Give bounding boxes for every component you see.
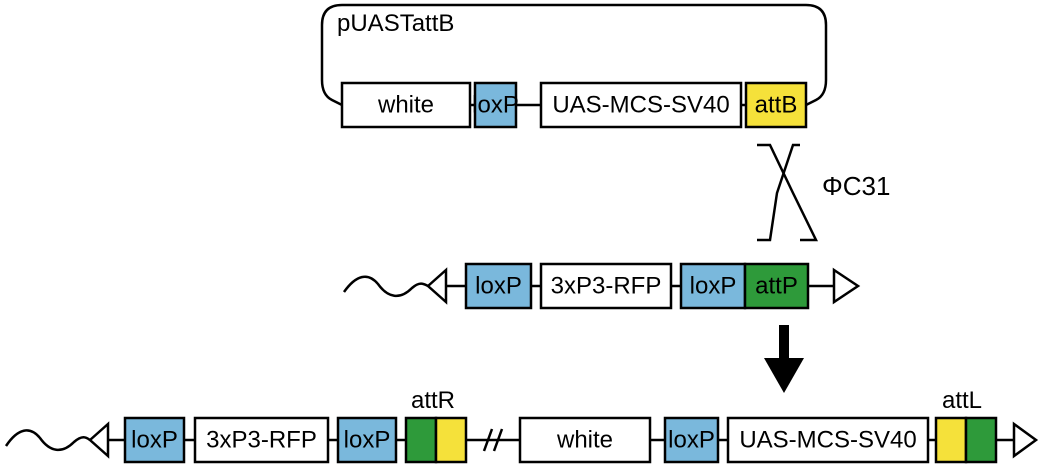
result-arrow-icon [764,325,804,393]
attp-box [743,262,810,310]
loxp-label: loxP [475,273,522,300]
rfp-marker-box [193,416,330,464]
attl-label: attL [942,387,982,414]
genomic-dna-squiggle [342,275,429,297]
loxp-label: loxP [668,427,715,454]
loxp-box [464,262,533,310]
uas-mcs-sv40-box [726,416,930,464]
cross-strand [757,143,819,242]
break-mark [482,428,494,452]
right-arrowhead-icon [832,267,861,305]
plasmid-name: pUASTattB [337,10,454,37]
loxp-label: loxP [344,427,391,454]
uas-mcs-sv40-label: UAS-MCS-SV40 [552,92,729,119]
landing-site-group: loxP 3xP3-RFP loxP attP [342,262,861,310]
loxp-label: loxP [472,92,519,119]
break-mark [492,428,504,452]
recombinase-label: ΦC31 [822,171,890,201]
white-gene-box [518,416,652,464]
right-arrowhead-icon [1012,421,1039,459]
plasmid-backbone [320,3,828,107]
white-gene-label: white [377,92,434,119]
white-gene-label: white [556,427,613,454]
result-group: loxP 3xP3-RFP loxP attR white loxP UAS-M… [4,387,1039,464]
recombination-cross: ΦC31 [757,143,890,242]
genomic-dna-squiggle [4,429,91,451]
left-arrowhead-icon [426,267,448,305]
rfp-marker-label: 3xP3-RFP [551,273,662,300]
attb-box [744,81,808,129]
attr-attp-half [404,416,438,464]
loxp-box [123,416,186,464]
loxp-box [336,416,398,464]
attl-attp-half [964,416,998,464]
attl-attb-half [934,416,968,464]
attb-label: attB [755,92,798,119]
loxp-box [473,81,518,129]
loxp-box [663,416,720,464]
plasmid-group: pUASTattB white loxP UAS-MCS-SV40 attB [320,3,828,129]
loxp-label: loxP [131,427,178,454]
uas-mcs-sv40-label: UAS-MCS-SV40 [739,427,916,454]
loxp-label: loxP [690,273,737,300]
attr-label: attR [411,387,455,414]
loxp-box [679,262,747,310]
rfp-marker-label: 3xP3-RFP [206,427,317,454]
cross-strand [757,143,800,242]
uas-mcs-sv40-box [539,81,743,129]
attr-attb-half [434,416,468,464]
rfp-marker-box [539,262,673,310]
left-arrowhead-icon [88,421,110,459]
white-gene-box [340,81,472,129]
attp-label: attP [755,273,798,300]
